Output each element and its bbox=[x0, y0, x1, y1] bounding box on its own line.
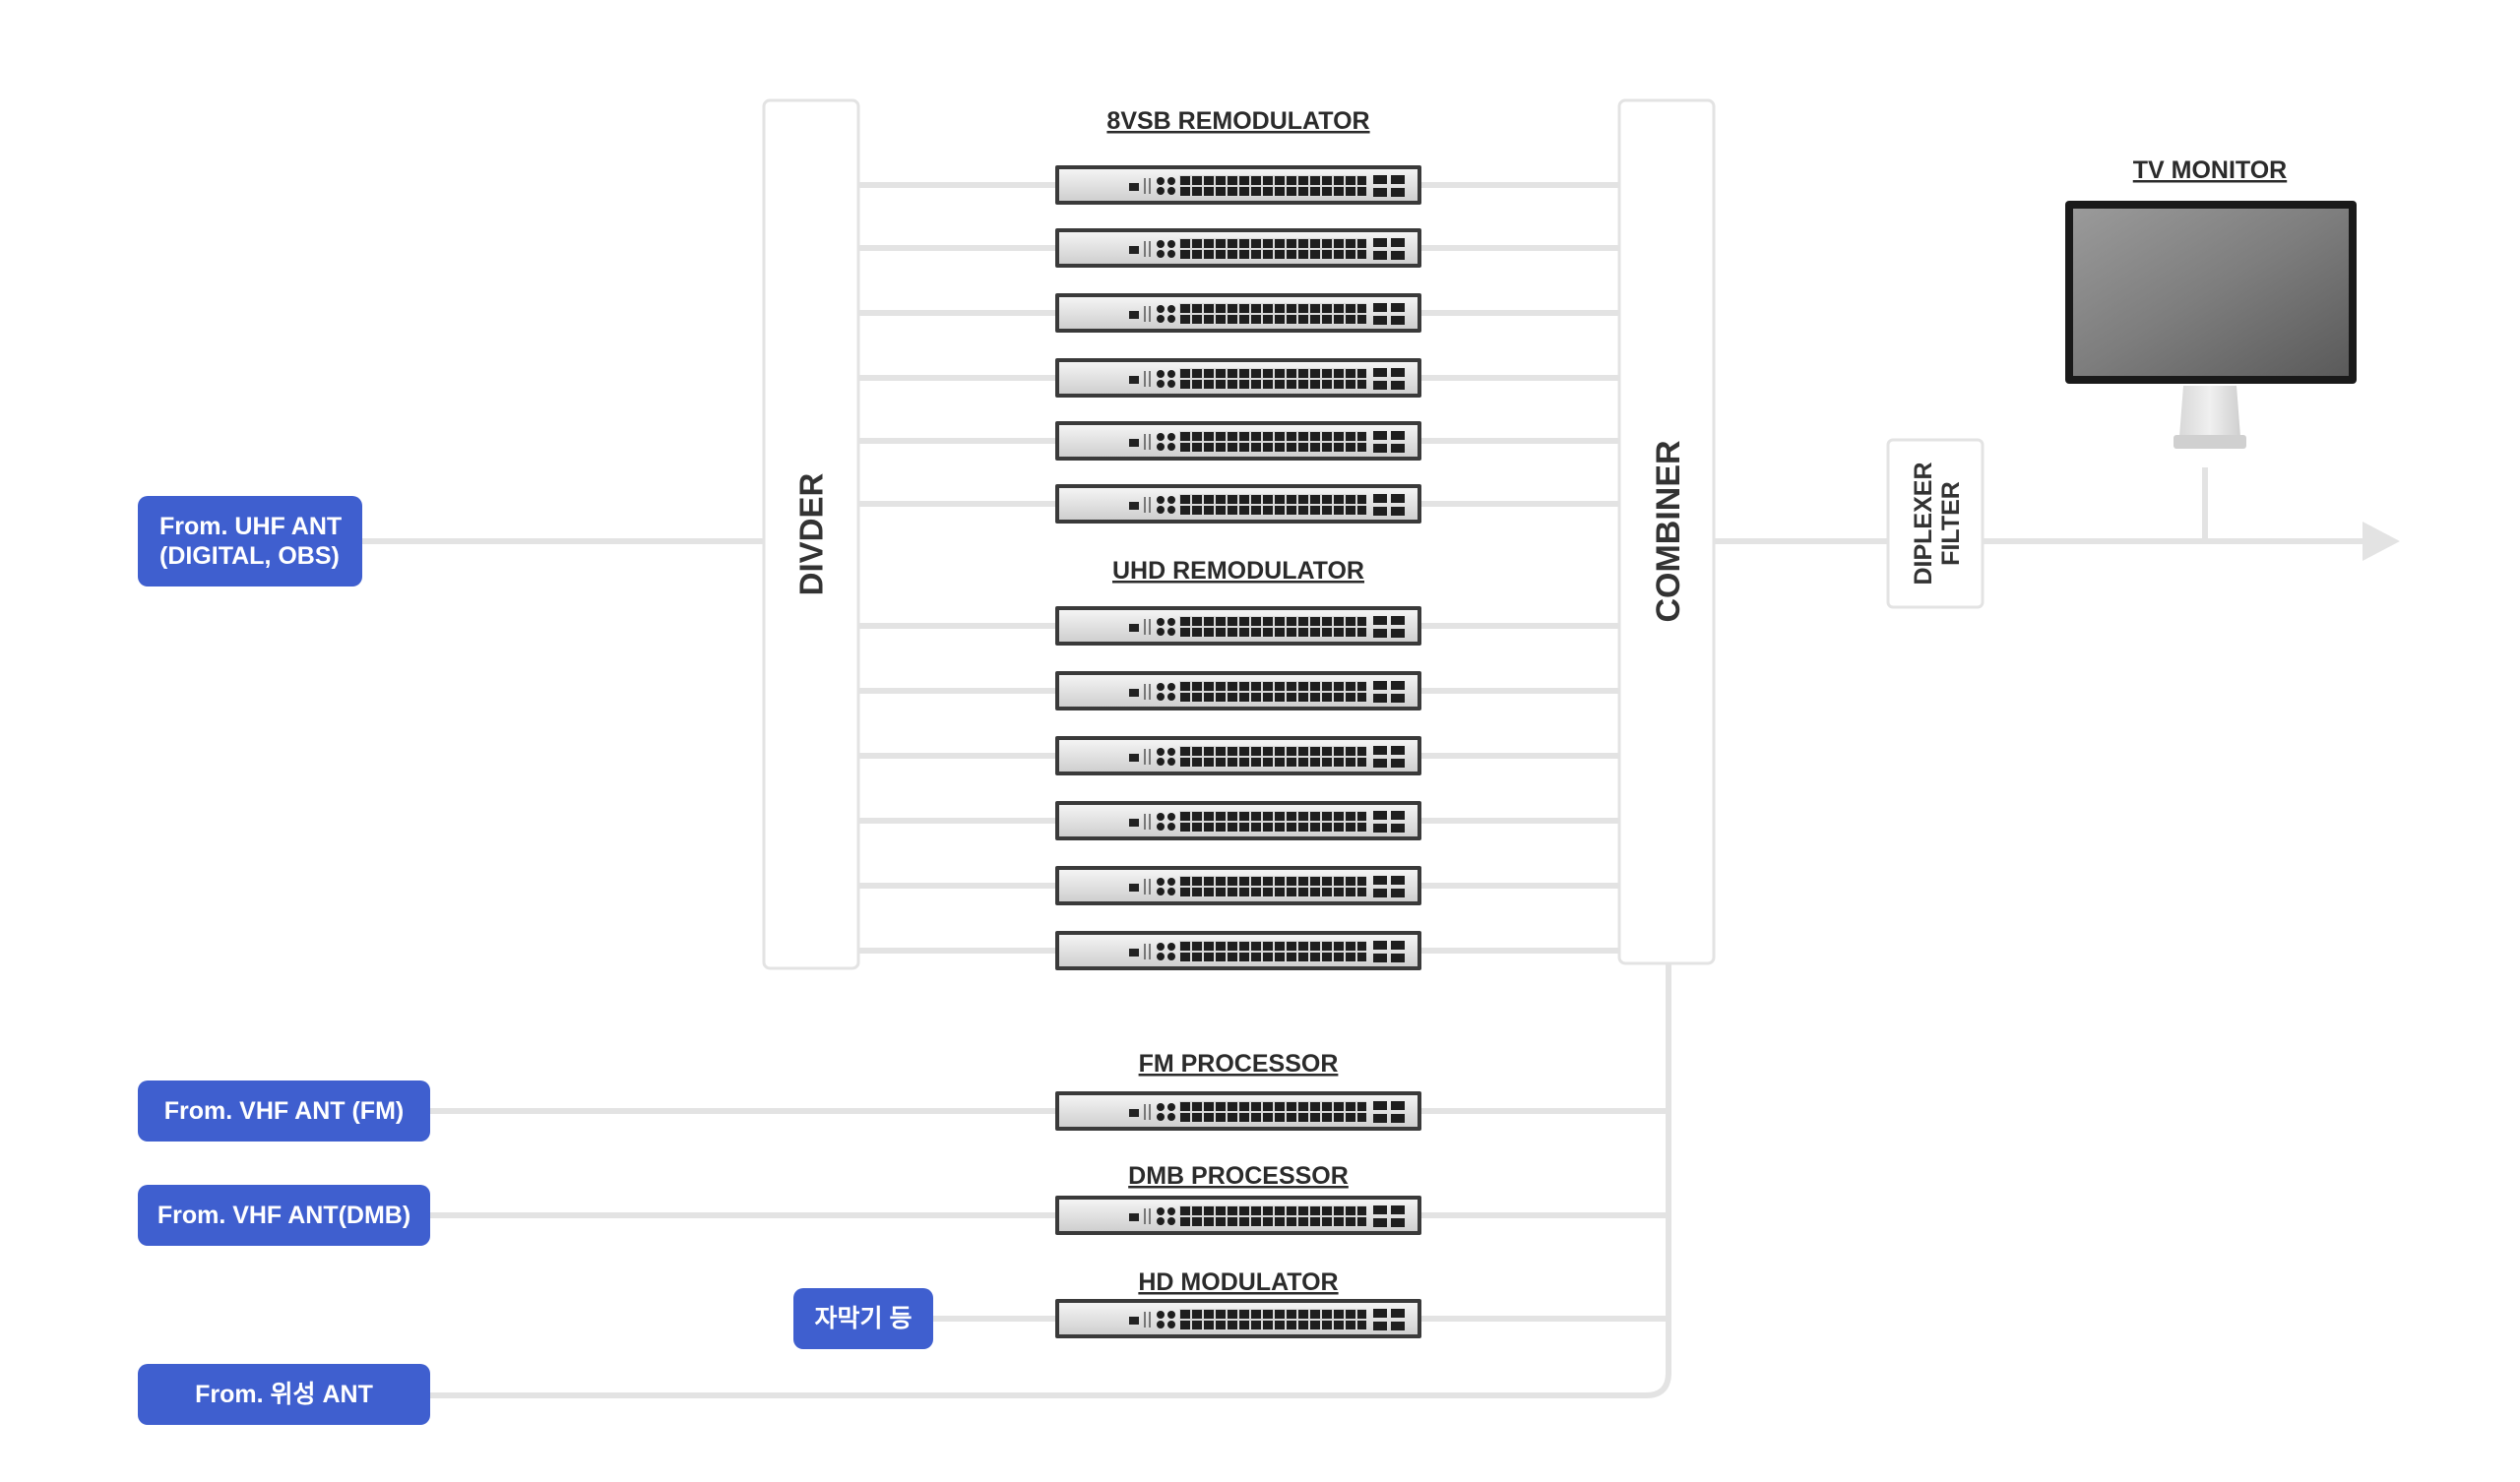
group-label-hd: HD MODULATOR bbox=[1138, 1268, 1338, 1296]
source-caption-button[interactable]: 자막기 등 bbox=[793, 1288, 933, 1349]
rack-switch-icon bbox=[1055, 866, 1421, 905]
diplexer-filter-block: DIPLEXER FILTER bbox=[1886, 438, 1984, 609]
rack-switch-icon bbox=[1055, 671, 1421, 710]
combiner-block: COMBINER bbox=[1617, 98, 1716, 965]
rack-switch-icon bbox=[1055, 165, 1421, 205]
rack-switch-icon bbox=[1055, 293, 1421, 333]
tv-monitor-icon: TV MONITOR bbox=[2065, 156, 2357, 449]
tv-monitor-label: TV MONITOR bbox=[2133, 156, 2287, 184]
rack-switch-icon bbox=[1055, 1196, 1421, 1235]
rack-switch-icon bbox=[1055, 736, 1421, 775]
rack-switch-icon bbox=[1055, 421, 1421, 461]
divider-block: DIVDER bbox=[762, 98, 860, 970]
rack-switch-icon bbox=[1055, 358, 1421, 398]
group-label-uhd: UHD REMODULATOR bbox=[1112, 557, 1364, 585]
rack-switch-icon bbox=[1055, 801, 1421, 840]
device-rows bbox=[430, 165, 1669, 1338]
rack-switch-icon bbox=[1055, 606, 1421, 646]
rack-switch-icon bbox=[1055, 1091, 1421, 1131]
output-arrow-icon bbox=[2362, 522, 2400, 561]
source-uhf-button[interactable]: From. UHF ANT (DIGITAL, OBS) bbox=[138, 496, 362, 587]
divider-label: DIVDER bbox=[793, 472, 830, 595]
group-label-8vsb: 8VSB REMODULATOR bbox=[1106, 107, 1369, 135]
group-label-dmb: DMB PROCESSOR bbox=[1128, 1162, 1349, 1190]
diplexer-label-line1: DIPLEXER bbox=[1910, 462, 1937, 585]
rack-switch-icon bbox=[1055, 931, 1421, 970]
rack-switch-icon bbox=[1055, 228, 1421, 268]
combiner-label: COMBINER bbox=[1650, 440, 1687, 622]
rack-switch-icon bbox=[1055, 1299, 1421, 1338]
group-label-fm: FM PROCESSOR bbox=[1139, 1050, 1339, 1078]
diplexer-label-line2: FILTER bbox=[1937, 481, 1965, 566]
source-vhf-dmb-button[interactable]: From. VHF ANT(DMB) bbox=[138, 1185, 430, 1246]
connection-lines bbox=[362, 467, 2372, 1398]
source-satellite-button[interactable]: From. 위성 ANT bbox=[138, 1364, 430, 1425]
rack-switch-icon bbox=[1055, 484, 1421, 524]
source-vhf-fm-button[interactable]: From. VHF ANT (FM) bbox=[138, 1081, 430, 1142]
